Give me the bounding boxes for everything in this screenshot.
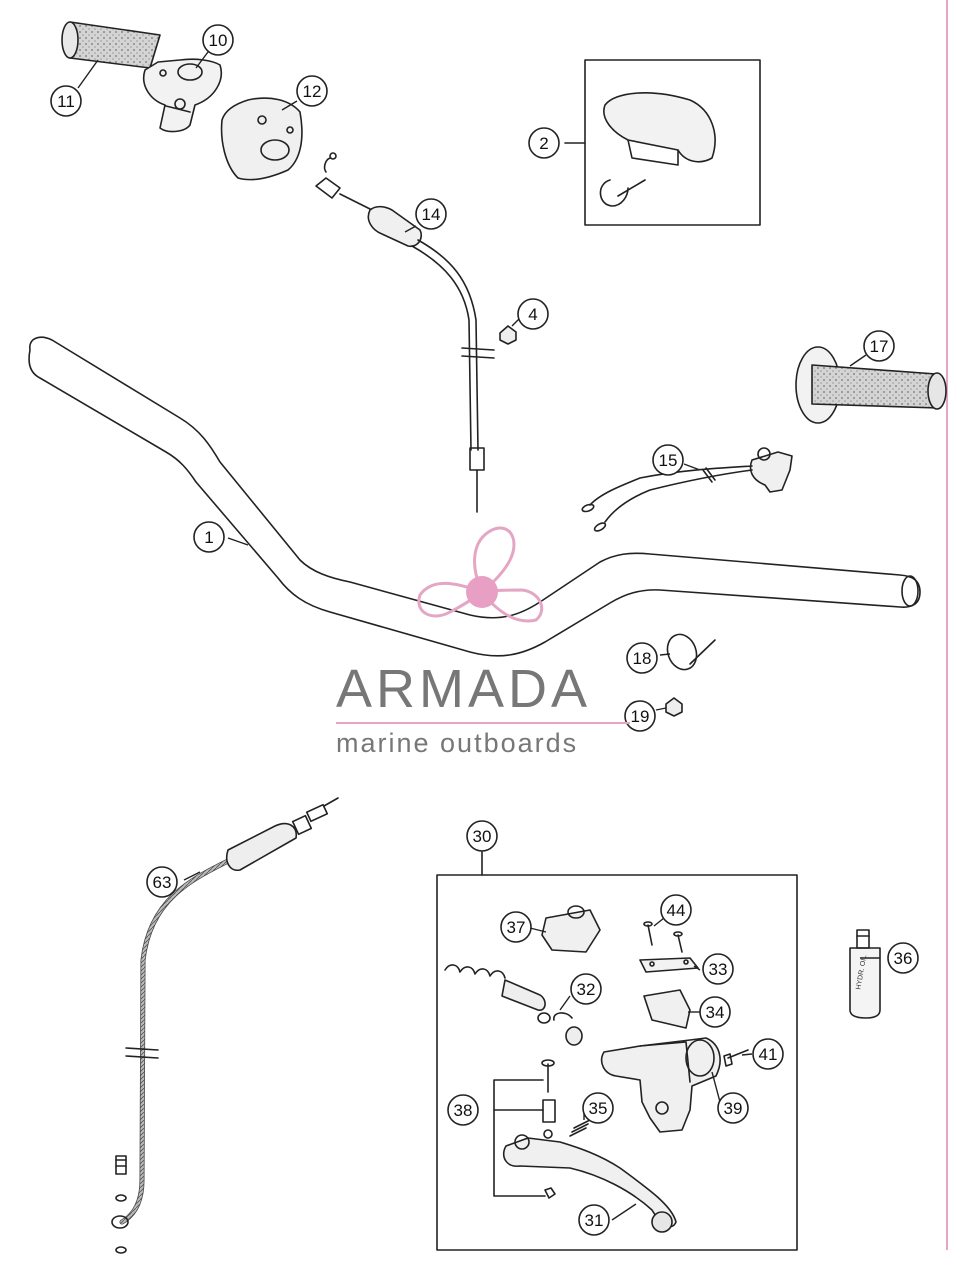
part-labels: 10 11 12 2 14 4 17 15 1 18 19 30 63 37 4… — [50, 24, 919, 1236]
part-label-63: 63 — [146, 866, 178, 898]
part-label-41: 41 — [752, 1038, 784, 1070]
throttle-cable — [315, 152, 495, 513]
piston-assembly — [444, 964, 583, 1046]
svg-text:35: 35 — [589, 1099, 608, 1118]
reservoir-cover — [639, 957, 699, 973]
part-label-44: 44 — [660, 894, 692, 926]
propeller-hub — [466, 576, 498, 608]
cover-screws — [643, 921, 683, 953]
part-label-30: 30 — [466, 820, 498, 852]
part-label-15: 15 — [652, 444, 684, 476]
svg-text:33: 33 — [709, 960, 728, 979]
clamp — [541, 905, 601, 953]
part-label-19: 19 — [624, 700, 656, 732]
part-label-36: 36 — [887, 942, 919, 974]
part-label-14: 14 — [415, 198, 447, 230]
left-grip — [795, 346, 947, 424]
svg-text:37: 37 — [507, 918, 526, 937]
watermark-brand-name: ARMADA — [336, 659, 592, 719]
pivot-hardware — [493, 1059, 556, 1199]
part-label-12: 12 — [296, 75, 328, 107]
part-label-31: 31 — [578, 1204, 610, 1236]
svg-text:18: 18 — [633, 649, 652, 668]
svg-text:11: 11 — [57, 92, 75, 111]
svg-text:17: 17 — [870, 337, 889, 356]
hydraulic-hose — [111, 797, 339, 1254]
part-label-33: 33 — [702, 953, 734, 985]
part-label-34: 34 — [699, 996, 731, 1028]
svg-text:4: 4 — [528, 305, 537, 324]
leader-lines — [77, 51, 880, 1221]
kill-switch — [581, 447, 793, 532]
svg-text:63: 63 — [153, 873, 172, 892]
cable-adjuster — [499, 325, 517, 345]
svg-text:31: 31 — [585, 1211, 604, 1230]
watermark-tagline: marine outboards — [336, 728, 579, 758]
svg-text:12: 12 — [303, 82, 322, 101]
svg-text:36: 36 — [894, 949, 913, 968]
svg-text:44: 44 — [667, 901, 686, 920]
svg-text:14: 14 — [422, 205, 441, 224]
part-label-11: 11 — [50, 85, 82, 117]
svg-text:30: 30 — [473, 827, 492, 846]
part-label-1: 1 — [193, 521, 225, 553]
svg-text:38: 38 — [454, 1101, 473, 1120]
bolt — [723, 1049, 749, 1067]
part-label-2: 2 — [528, 127, 560, 159]
part-label-32: 32 — [570, 973, 602, 1005]
master-cylinder-box — [436, 874, 798, 1251]
svg-text:15: 15 — [659, 451, 678, 470]
master-cylinder-body — [600, 1037, 721, 1133]
part-label-38: 38 — [447, 1094, 479, 1126]
cable-tie — [666, 633, 716, 671]
grip-cap — [599, 92, 716, 207]
part-label-39: 39 — [717, 1092, 749, 1124]
svg-text:2: 2 — [539, 134, 548, 153]
part-label-37: 37 — [500, 911, 532, 943]
svg-text:34: 34 — [706, 1003, 725, 1022]
part-label-10: 10 — [202, 24, 234, 56]
handlebar — [28, 336, 921, 657]
propeller-icon — [417, 526, 544, 623]
part-label-18: 18 — [626, 642, 658, 674]
brake-lever — [502, 1129, 677, 1233]
part-label-4: 4 — [517, 298, 549, 330]
throttle-grip-assembly — [61, 21, 222, 133]
part-label-17: 17 — [863, 330, 895, 362]
svg-text:41: 41 — [759, 1045, 778, 1064]
throttle-housing-cover — [220, 97, 303, 181]
svg-text:10: 10 — [209, 31, 228, 50]
svg-text:19: 19 — [631, 707, 650, 726]
part-label-35: 35 — [582, 1092, 614, 1124]
diaphragm — [643, 989, 691, 1029]
watermark-rule — [336, 722, 630, 724]
nut — [665, 697, 683, 717]
svg-text:32: 32 — [577, 980, 596, 999]
return-spring — [569, 1119, 591, 1137]
svg-text:39: 39 — [724, 1099, 743, 1118]
oil-bottle — [849, 929, 881, 1019]
svg-text:1: 1 — [204, 528, 213, 547]
